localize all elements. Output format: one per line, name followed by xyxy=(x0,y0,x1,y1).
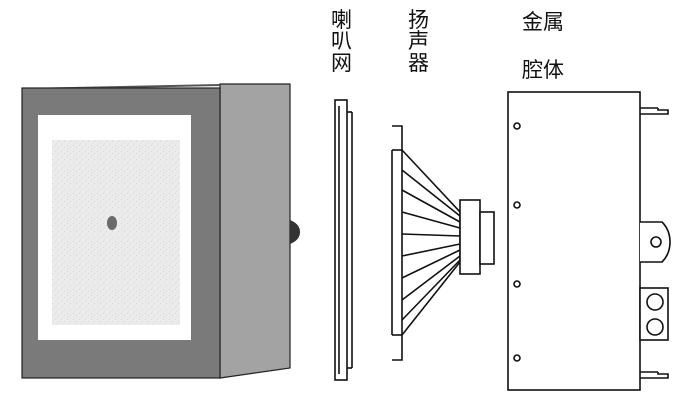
metal-cavity xyxy=(507,91,671,391)
label-metal-cavity-line2: 腔体 xyxy=(522,58,564,82)
label-metal-cavity-line1: 金属 xyxy=(522,10,564,34)
label-grille-char-2: 叭 xyxy=(331,29,352,54)
box-side-face xyxy=(219,83,291,379)
label-speaker: 扬 声 器 xyxy=(408,8,429,75)
label-speaker-char-2: 声 xyxy=(408,29,429,54)
label-grille-char-1: 喇 xyxy=(331,8,352,32)
box-grille-area xyxy=(52,140,180,325)
box-side-knob xyxy=(290,220,300,244)
speaker-driver xyxy=(391,125,495,361)
label-speaker-char-3: 器 xyxy=(408,50,429,75)
grille-plate xyxy=(334,99,353,381)
label-speaker-char-1: 扬 xyxy=(408,8,429,32)
label-grille-char-3: 网 xyxy=(331,50,352,75)
grille-center-dot xyxy=(107,216,117,230)
speaker-box-assembly xyxy=(21,83,300,379)
label-grille: 喇 叭 网 xyxy=(331,8,352,75)
